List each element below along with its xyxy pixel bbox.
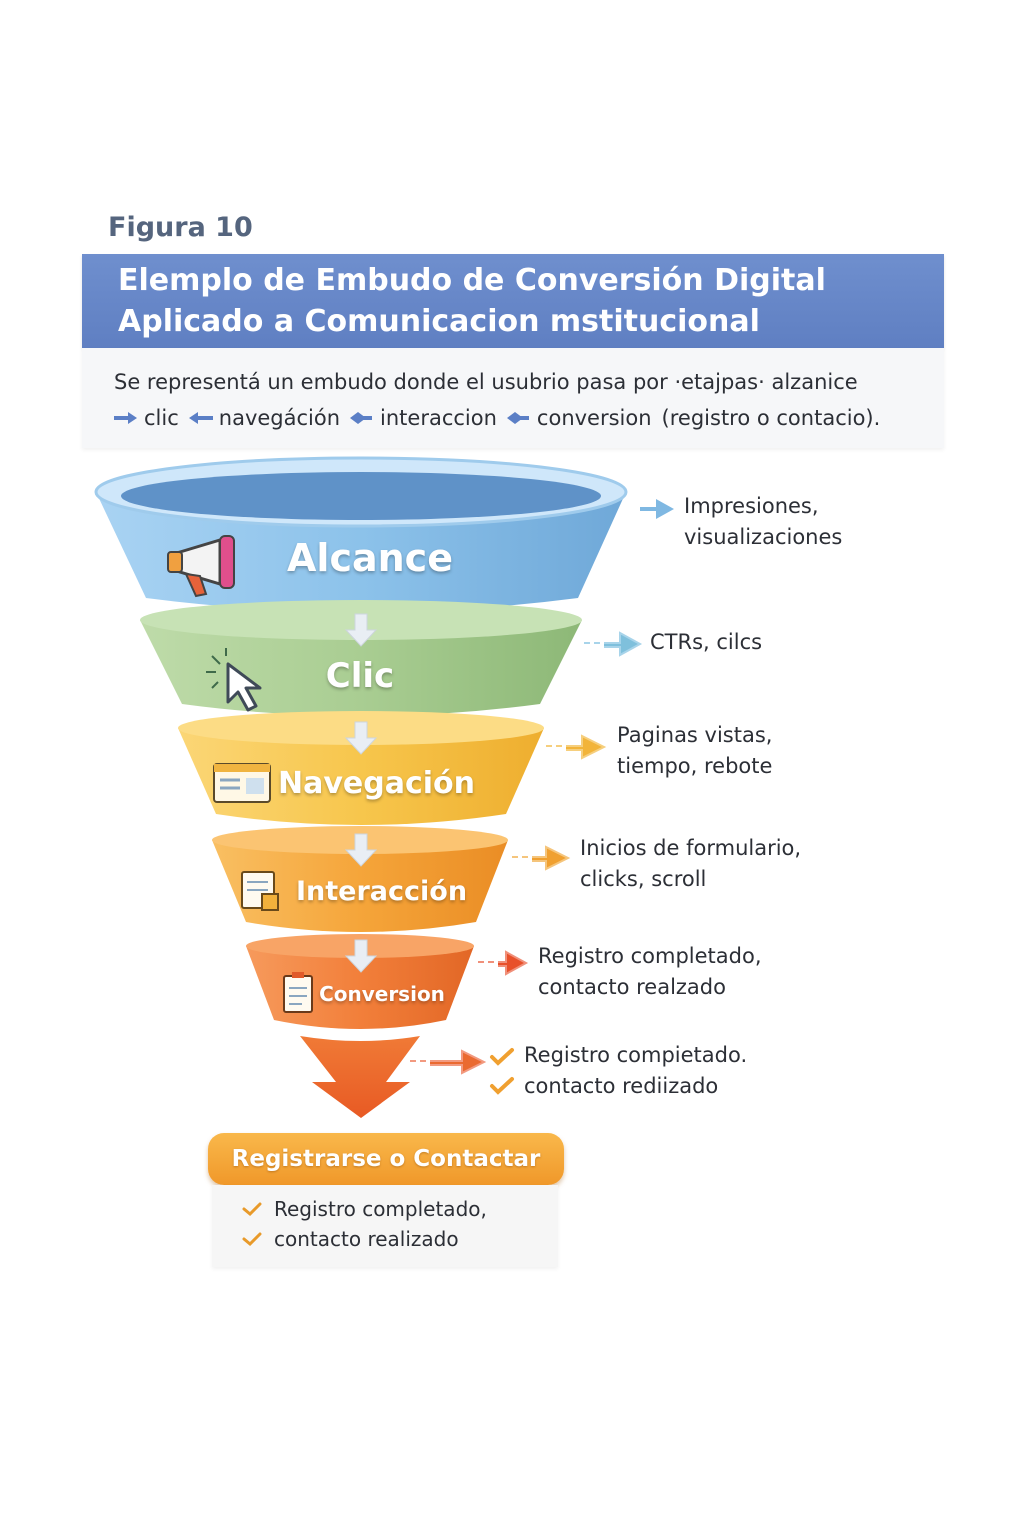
metric-arrow-icon [512,845,571,871]
flow-step-interaccion: interaccion [380,406,497,430]
register-contact-label: Registrarse o Contactar [231,1146,541,1172]
funnel-stage-interaccion [212,840,508,932]
check-icon [490,1048,514,1066]
metric-line: Impresiones, [684,494,819,518]
funnel-rim-inner [121,472,601,520]
metric-alcance: Impresiones, visualizaciones [684,491,842,553]
metric-line: tiempo, rebote [617,754,773,778]
metric-tip: Registro compietado. contacto rediizado [524,1040,747,1102]
cta-result-text: Registro completado, [274,1197,487,1221]
check-icon [490,1077,514,1095]
metric-arrow-icon [410,1049,487,1075]
description-box: Se representá un embudo donde el usubrio… [82,348,944,448]
metric-line: CTRs, cilcs [650,630,763,654]
down-arrow-icon [344,613,378,647]
flow-arrow-icon [506,412,529,424]
metric-line: contacto realzado [538,975,726,999]
metric-interaccion: Inicios de formulario, clicks, scroll [580,833,801,895]
metric-line: Paginas vistas, [617,723,773,747]
metric-arrow-icon [584,631,643,657]
metric-line: Inicios de formulario, [580,836,802,860]
metric-arrow-icon [546,734,607,760]
flow-suffix: (registro o contacio). [661,406,881,430]
check-icon [242,1232,262,1247]
browser-window-icon [213,763,271,803]
check-icon [242,1202,262,1217]
flow-arrow-icon [188,412,213,424]
stage-label-navegacion: Navegación [278,766,476,801]
description-line-2: clic navegáción interaccion conversion (… [114,406,880,430]
flow-arrow-icon [350,412,373,424]
registration-form-icon [283,972,313,1013]
megaphone-icon [167,535,235,598]
cta-result-text: contacto realizado [274,1227,459,1251]
title-bar: Elemplo de Embudo de Conversión Digital … [82,254,944,348]
metric-line: Registro completado, [538,944,762,968]
metric-navegacion: Paginas vistas, tiempo, rebote [617,720,772,782]
figure-label: Figura 10 [108,212,253,243]
register-contact-button[interactable]: Registrarse o Contactar [208,1133,564,1185]
stage-label-interaccion: Interacción [296,876,468,907]
title-line-2: Aplicado a Comunicacion mstitucional [118,304,760,339]
cta-result-box: Registro completado, contacto realizado [212,1185,558,1267]
flow-step-conversion: conversion [536,406,652,430]
form-document-icon [241,871,279,911]
cta-result-row: Registro completado, [242,1197,487,1221]
flow-arrow-icon [114,412,137,424]
down-arrow-icon [344,721,378,755]
metric-arrow-icon [640,499,674,519]
metric-arrow-icon [478,950,529,976]
metric-line: clicks, scroll [580,867,707,891]
cursor-click-icon [206,648,262,712]
metric-conversion: Registro completado, contacto realzado [538,941,762,1003]
metric-clic: CTRs, cilcs [650,627,762,658]
description-line-1: Se representá un embudo donde el usubrio… [114,370,858,394]
down-arrow-icon [344,833,378,867]
funnel-stage-clic [140,620,582,716]
title-line-1: Elemplo de Embudo de Conversión Digital [118,263,826,298]
down-arrow-icon [344,939,378,973]
metric-line: contacto rediizado [524,1074,719,1098]
stage-label-conversion: Conversion [319,982,445,1006]
cta-result-row: contacto realizado [242,1227,459,1251]
flow-step-navegacion: navegáción [218,406,341,430]
funnel-tip-arrow [300,1036,420,1118]
stage-label-clic: Clic [325,656,395,696]
stage-label-alcance: Alcance [287,536,453,580]
flow-step-clic: clic [144,406,179,430]
metric-line: Registro compietado. [524,1043,748,1067]
metric-line: visualizaciones [684,525,843,549]
